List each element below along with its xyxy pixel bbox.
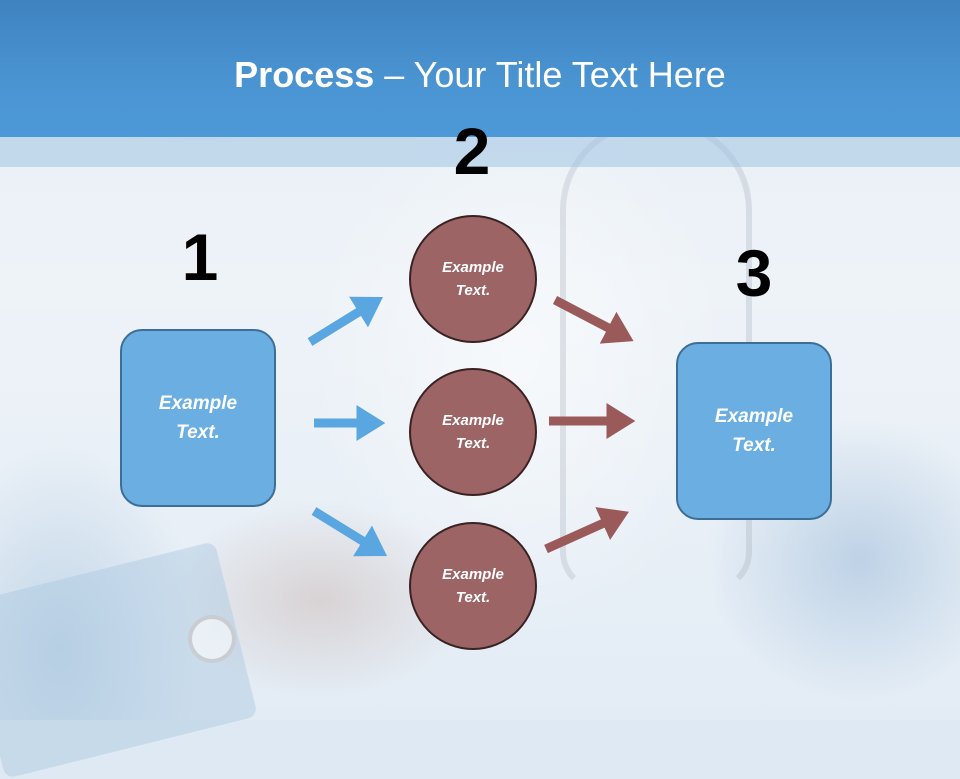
process-circle-bottom: Example Text. xyxy=(409,522,537,650)
slide-title-bold: Process xyxy=(234,54,375,95)
process-box-right: Example Text. xyxy=(676,342,832,520)
arrow-bottom-to-right xyxy=(544,507,629,554)
slide-title: Process – Your Title Text Here xyxy=(0,52,960,98)
connector-arrows xyxy=(307,296,636,557)
watch-graphic xyxy=(188,615,236,663)
arrow-left-to-bottom xyxy=(311,507,388,557)
arrow-left-to-top xyxy=(307,296,384,346)
process-circle-middle: Example Text. xyxy=(409,368,537,496)
step-number-1: 1 xyxy=(181,220,219,294)
title-bar-band xyxy=(0,137,960,167)
slide-title-rest: – Your Title Text Here xyxy=(374,54,726,95)
arrow-top-to-right xyxy=(552,296,634,344)
title-bar xyxy=(0,0,960,137)
step-number-2: 2 xyxy=(453,114,491,188)
process-box-left: Example Text. xyxy=(120,329,276,507)
step-number-3: 3 xyxy=(735,236,773,310)
process-circle-top: Example Text. xyxy=(409,215,537,343)
